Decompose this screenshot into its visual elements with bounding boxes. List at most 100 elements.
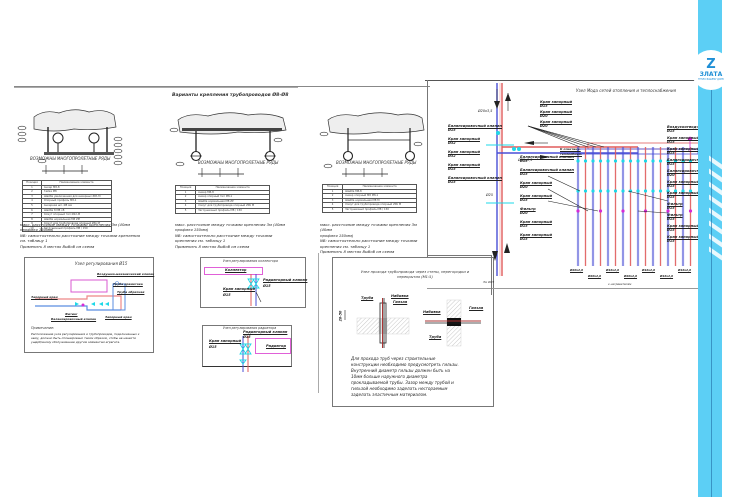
passage-unit-frame: Узел прохода трубопровода через стены, п…	[332, 257, 494, 407]
valve-icon	[688, 189, 693, 193]
note-line: см. таблицу 1	[20, 238, 48, 244]
return-pipe-label: Труба обратная	[117, 290, 145, 294]
right-packing-label: Набивка	[423, 310, 441, 314]
valve-icon	[681, 189, 685, 193]
spec-table-cell: 5	[174, 208, 197, 214]
callout-label: Кран запорный	[448, 163, 480, 167]
callout-size: Ø15	[667, 239, 675, 243]
collector-unit-title: Узел регулирования коллектора	[223, 259, 278, 263]
callout-label: Кран запорный	[540, 110, 572, 114]
valve-icon	[643, 189, 648, 193]
section-divider	[318, 253, 319, 393]
pipe-clamp	[88, 132, 100, 144]
valve-icon	[673, 159, 678, 163]
callout-label: Фильтр	[667, 202, 683, 206]
note-line: нему, должно быть спланировано таким обр…	[31, 336, 136, 340]
valve-icon	[598, 159, 603, 163]
manifold-scheme-title: Узел Мода сетей отопления и теплоснабжен…	[576, 88, 677, 93]
callout-size: Ø15	[448, 128, 456, 132]
air-vent-box	[70, 279, 108, 293]
valve-icon	[666, 189, 670, 193]
callout-label: Кран запорный	[540, 120, 572, 124]
return-pipe	[35, 305, 121, 311]
callout-label: Балансировочный клапан	[520, 168, 574, 172]
spec-table-cell: Заглушечный профиль М8 / 150	[40, 225, 113, 232]
passage-wall-section	[344, 298, 410, 348]
callout-label: Кран запорный	[520, 181, 552, 185]
note-line: Применить 8 местах Выбоб см схема	[20, 243, 95, 249]
regulation-unit-title: Узел регулирования Ø15	[75, 261, 128, 266]
note-line: гильзой необходимо заделать несгораемым	[351, 386, 448, 391]
passage-corner-top	[427, 255, 492, 256]
note-line: макс. расстояние между точками крепления…	[320, 222, 417, 233]
callout-size: Ø15	[667, 195, 675, 199]
leader-line	[527, 125, 581, 148]
valve-icon	[636, 159, 640, 163]
callout-size: Ø15	[520, 198, 528, 202]
support-rail	[182, 128, 282, 131]
valve-icon	[636, 189, 640, 193]
note-line: NB: самостоятельно расстояние между точк…	[320, 238, 418, 244]
callout-size: Ø15	[667, 184, 675, 188]
collector-valves	[247, 274, 262, 306]
pipe-size-label: Ø16х2,0	[606, 268, 620, 272]
valve-icon	[681, 159, 685, 163]
callout-label: Кран запорный	[667, 180, 699, 184]
note-line: Применить 8 местах Выбоб см схема	[175, 243, 250, 249]
mount-detail-2-drawing	[169, 112, 287, 167]
spec-table-cell: Заглушечный профиль М8 / 150	[195, 208, 270, 214]
flow-label-2: теплообмен.	[560, 152, 582, 156]
flow-label-1: К пластинч.	[560, 147, 581, 151]
note-line: NB: самостоятельно расстояние между точк…	[20, 232, 141, 238]
brand-logo[interactable]: Z ЗЛАТА ТЕПЛО ВАШЕМУ ДОМУ	[691, 50, 731, 90]
valve-icon	[613, 159, 618, 163]
passage-floor-section	[425, 299, 481, 347]
note-line: Расположение узла регулирования и трубоп…	[31, 332, 140, 336]
callout-size: Ø15	[520, 172, 528, 176]
collector-box: Коллектор	[204, 267, 263, 275]
callout-label: Воздухоотводчик	[667, 125, 704, 129]
callout-label: Кран запорный	[520, 194, 552, 198]
callout-size: Ø15	[520, 224, 528, 228]
air-vent-icon	[115, 281, 119, 285]
manifold-frame-top	[425, 80, 698, 81]
fitting-icon	[688, 209, 693, 213]
note-line: крепления см. таблицу 1	[175, 238, 226, 244]
leader-line	[527, 125, 605, 148]
leader-line	[547, 188, 589, 212]
valve-icon	[591, 189, 595, 193]
leader-line	[637, 210, 669, 214]
valve-icon	[598, 189, 603, 193]
valve-icon	[621, 159, 625, 163]
note-line: макс. расстояние между точками крепления…	[20, 222, 131, 227]
valve-icon	[651, 159, 655, 163]
left-pipe-label: Труба	[361, 296, 374, 300]
note-line: профиля 150мм)	[320, 232, 354, 238]
callout-label: Балансировочный клапан	[520, 155, 574, 159]
pipe-size-label: Ø16х2,0	[678, 268, 692, 272]
sheet-title: Варианты крепления трубопроводов Ø8-Ø8	[172, 93, 289, 98]
callout-size: Ø15	[667, 140, 675, 144]
leader-line	[627, 190, 669, 202]
valve-icon	[658, 189, 663, 193]
radiator-box: Радиатор	[255, 338, 291, 354]
pipe-size-label: Ø20х2,0	[624, 274, 638, 278]
left-sleeve-label: Гильза	[393, 300, 408, 304]
fitting-icon	[576, 209, 580, 213]
callout-size: Ø15	[667, 228, 675, 232]
radiator-valve-size: Ø15	[243, 335, 251, 339]
fitting-icon	[666, 209, 670, 213]
manifold-bottom-note: к нагревателям	[608, 282, 632, 286]
